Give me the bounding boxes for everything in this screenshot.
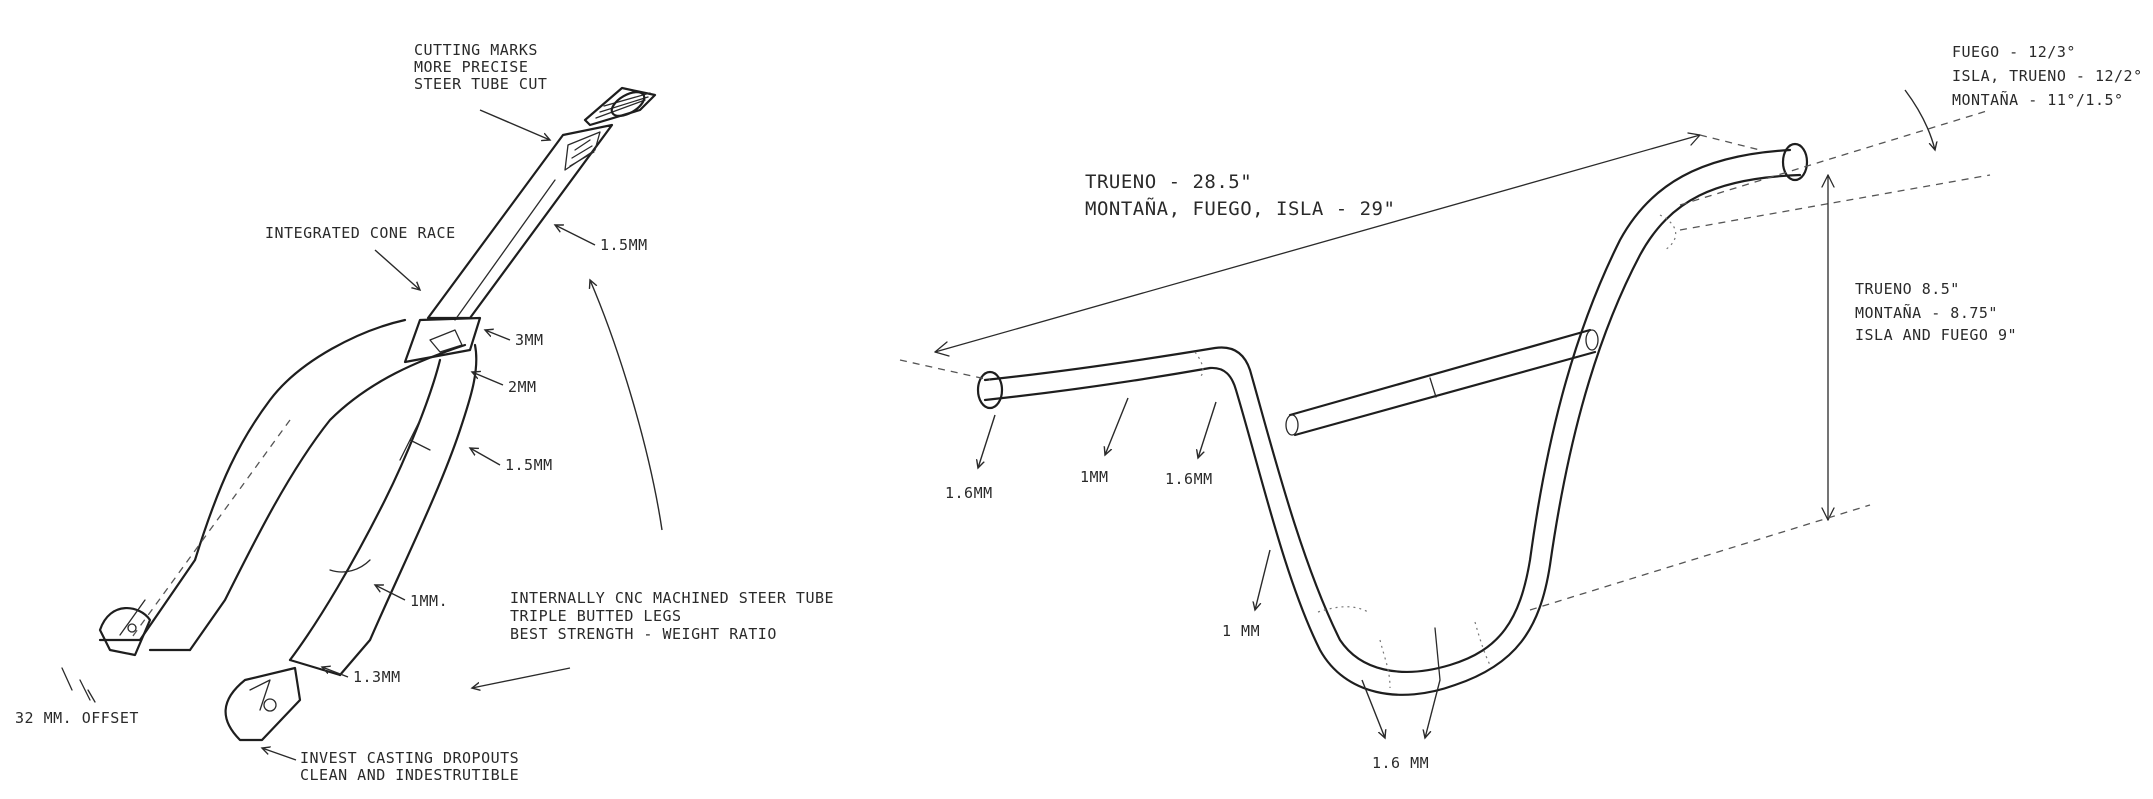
steer-cut-note-line3: STEER TUBE CUT [414, 75, 547, 93]
features-line3: BEST STRENGTH - WEIGHT RATIO [510, 625, 777, 643]
steer-wall-label: 1.5MM [600, 236, 648, 254]
end-wall-label: 1.6MM [945, 484, 993, 502]
features-line2: TRIPLE BUTTED LEGS [510, 607, 682, 625]
width-others: MONTAÑA, FUEGO, ISLA - 29" [1085, 197, 1395, 220]
fork-crown [138, 316, 482, 652]
bend-wall-label: 1.6MM [1165, 470, 1213, 488]
rise-isla-fuego: ISLA AND FUEGO 9" [1855, 326, 2017, 344]
rise-montana: MONTAÑA - 8.75" [1855, 303, 1998, 322]
dropouts-note-line2: CLEAN AND INDESTRUTIBLE [300, 766, 519, 784]
handlebar-drawing [899, 89, 1991, 696]
fork-annotations: CUTTING MARKS MORE PRECISE STEER TUBE CU… [15, 41, 834, 784]
steer-cut-note-line1: CUTTING MARKS [414, 41, 538, 59]
rise-trueno: TRUENO 8.5" [1855, 280, 1960, 298]
leg-lower-wall-label: 1.3MM [353, 668, 401, 686]
width-trueno: TRUENO - 28.5" [1085, 171, 1252, 193]
cone-race-note: INTEGRATED CONE RACE [265, 224, 456, 242]
steer-tube [426, 86, 657, 321]
angle-isla-trueno: ISLA, TRUENO - 12/2° [1952, 67, 2143, 85]
angle-montana: MONTAÑA - 11°/1.5° [1952, 90, 2124, 109]
upright-wall-label: 1 MM [1222, 622, 1260, 640]
leg-mid-wall-label: 1MM. [410, 592, 448, 610]
crown-wall-label: 2MM [508, 378, 537, 396]
center-wall-label: 1.6 MM [1372, 754, 1429, 772]
offset-label: 32 MM. OFFSET [15, 709, 139, 727]
handlebar-annotations: TRUENO - 28.5" MONTAÑA, FUEGO, ISLA - 29… [945, 43, 2143, 772]
features-line1: INTERNALLY CNC MACHINED STEER TUBE [510, 589, 834, 607]
angle-fuego: FUEGO - 12/3° [1952, 43, 2076, 61]
crown-top-wall-label: 3MM [515, 331, 544, 349]
fork-leg-right [224, 343, 478, 742]
dropouts-note-line1: INVEST CASTING DROPOUTS [300, 749, 519, 767]
grip-wall-label: 1MM [1080, 468, 1109, 486]
fork-leg-left [98, 419, 291, 657]
leg-upper-wall-label: 1.5MM [505, 456, 553, 474]
steer-cut-note-line2: MORE PRECISE [414, 58, 528, 76]
